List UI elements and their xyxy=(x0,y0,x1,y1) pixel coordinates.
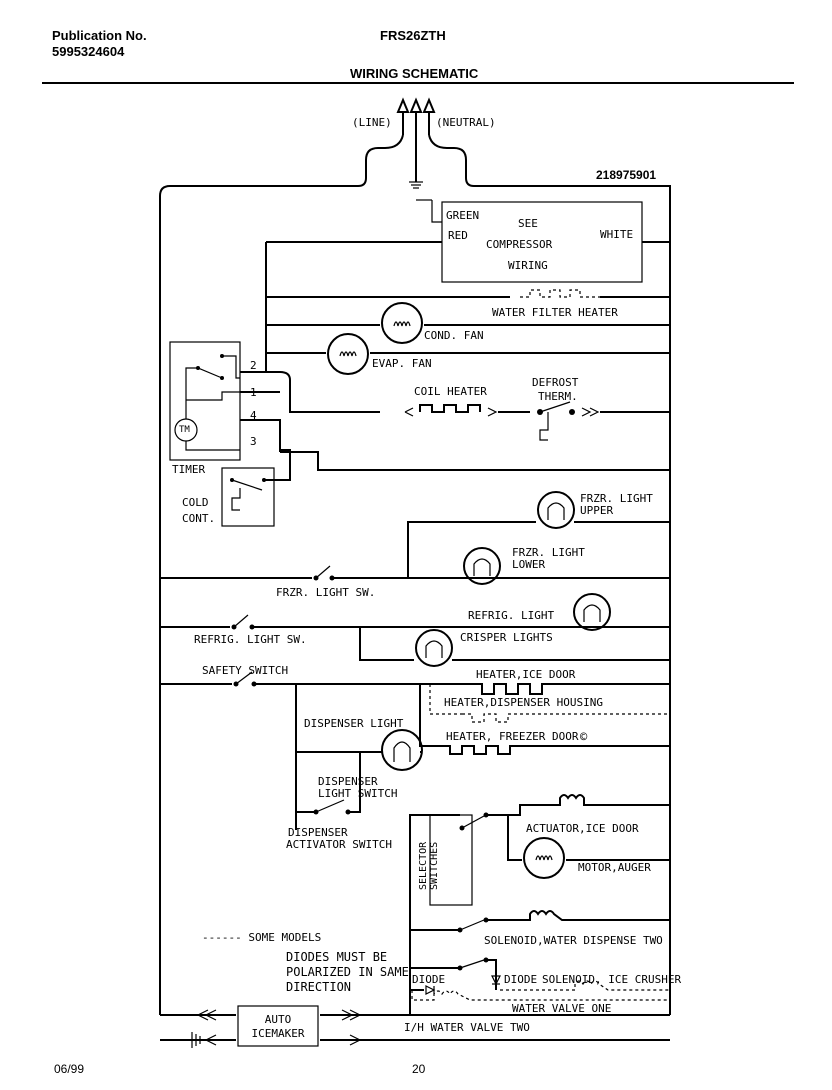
dispenser-light-switch-label-2: LIGHT SWITCH xyxy=(318,787,398,800)
line-label: (LINE) xyxy=(352,116,392,129)
defrost-therm-label-2: THERM. xyxy=(538,390,578,403)
some-models-legend: ------ SOME MODELS xyxy=(202,931,322,944)
refrig-light-label: REFRIG. LIGHT xyxy=(468,609,555,622)
heater-ice-door-label: HEATER,ICE DOOR xyxy=(476,668,576,681)
timer-label: TIMER xyxy=(172,463,206,476)
refrig-light-switch-label: REFRIG. LIGHT SW. xyxy=(194,633,307,646)
actuator-ice-door-label: ACTUATOR,ICE DOOR xyxy=(526,822,639,835)
frzr-light-upper-label-1: FRZR. LIGHT xyxy=(580,492,653,505)
auto-icemaker-label-2: ICEMAKER xyxy=(251,1027,305,1040)
compressor-note-line-3: WIRING xyxy=(508,259,548,272)
dispenser-activator-label-1: DISPENSER xyxy=(288,826,348,839)
selector-switches-line-1: SELECTOR xyxy=(418,841,429,890)
dispenser-light-label: DISPENSER LIGHT xyxy=(304,717,404,730)
diode-label-right: DIODE xyxy=(504,973,538,986)
safety-switch-label: SAFETY SWITCH xyxy=(202,664,289,677)
coil-heater-label: COIL HEATER xyxy=(414,385,487,398)
evap-fan-label: EVAP. FAN xyxy=(372,357,432,370)
frzr-light-lower-label-1: FRZR. LIGHT xyxy=(512,546,585,559)
heater-dispenser-housing-label: HEATER,DISPENSER HOUSING xyxy=(444,696,603,709)
cold-control-label-2: CONT. xyxy=(182,512,216,525)
timer-motor-label: TM xyxy=(179,425,190,435)
heater-freezer-door-label: HEATER, FREEZER DOOR xyxy=(446,730,579,743)
ground-icon xyxy=(409,172,423,189)
frzr-light-lower-label-2: LOWER xyxy=(512,558,546,571)
footer-page-number: 20 xyxy=(412,1062,426,1076)
white-wire-label: WHITE xyxy=(600,228,634,241)
water-filter-heater-label: WATER FILTER HEATER xyxy=(492,306,618,319)
dispenser-light-switch-label-1: DISPENSER xyxy=(318,775,378,788)
model-number: FRS26ZTH xyxy=(380,28,446,43)
page-title: WIRING SCHEMATIC xyxy=(350,66,479,81)
publication-number: 5995324604 xyxy=(52,44,125,59)
frzr-light-switch-label: FRZR. LIGHT SW. xyxy=(276,586,376,599)
solenoid-water-dispense-two-label: SOLENOID,WATER DISPENSE TWO xyxy=(484,934,663,947)
solenoid-ice-crusher-label: SOLENOID, ICE CRUSHER xyxy=(542,973,682,986)
defrost-therm-label-1: DEFROST xyxy=(532,376,579,389)
timer-terminal-4: 4 xyxy=(250,409,257,422)
diodes-note-2: POLARIZED IN SAME xyxy=(286,965,409,979)
timer-terminal-1: 1 xyxy=(250,386,257,399)
crisper-lights-label: CRISPER LIGHTS xyxy=(460,631,553,644)
copyright-mark: © xyxy=(580,730,588,744)
compressor-note-line-2: COMPRESSOR xyxy=(486,238,553,251)
timer-terminal-2: 2 xyxy=(250,359,257,372)
power-plug-icon xyxy=(396,97,436,180)
drawing-number: 218975901 xyxy=(596,168,657,182)
dispenser-activator-label-2: ACTIVATOR SWITCH xyxy=(286,838,392,851)
water-valve-one-label: WATER VALVE ONE xyxy=(512,1002,612,1015)
selector-switches-label: SELECTOR SWITCHES xyxy=(418,842,440,890)
auto-icemaker-label-1: AUTO xyxy=(264,1013,292,1026)
green-wire-label: GREEN xyxy=(446,209,480,222)
neutral-label: (NEUTRAL) xyxy=(436,116,496,129)
motor-auger-label: MOTOR,AUGER xyxy=(578,861,651,874)
ih-water-valve-two-label: I/H WATER VALVE TWO xyxy=(404,1021,530,1034)
selector-switches-line-2: SWITCHES xyxy=(429,841,440,890)
red-wire-label: RED xyxy=(448,229,468,242)
publication-label: Publication No. xyxy=(52,28,147,43)
frzr-light-upper-label-2: UPPER xyxy=(580,504,614,517)
diode-label-left: DIODE xyxy=(412,973,446,986)
cond-fan-label: COND. FAN xyxy=(424,329,484,342)
diodes-note-3: DIRECTION xyxy=(286,980,352,994)
cold-control-label-1: COLD xyxy=(182,496,209,509)
timer-terminal-3: 3 xyxy=(250,435,257,448)
diodes-note-1: DIODES MUST BE xyxy=(286,950,388,964)
footer-date: 06/99 xyxy=(54,1062,85,1076)
compressor-note-line-1: SEE xyxy=(518,217,538,230)
